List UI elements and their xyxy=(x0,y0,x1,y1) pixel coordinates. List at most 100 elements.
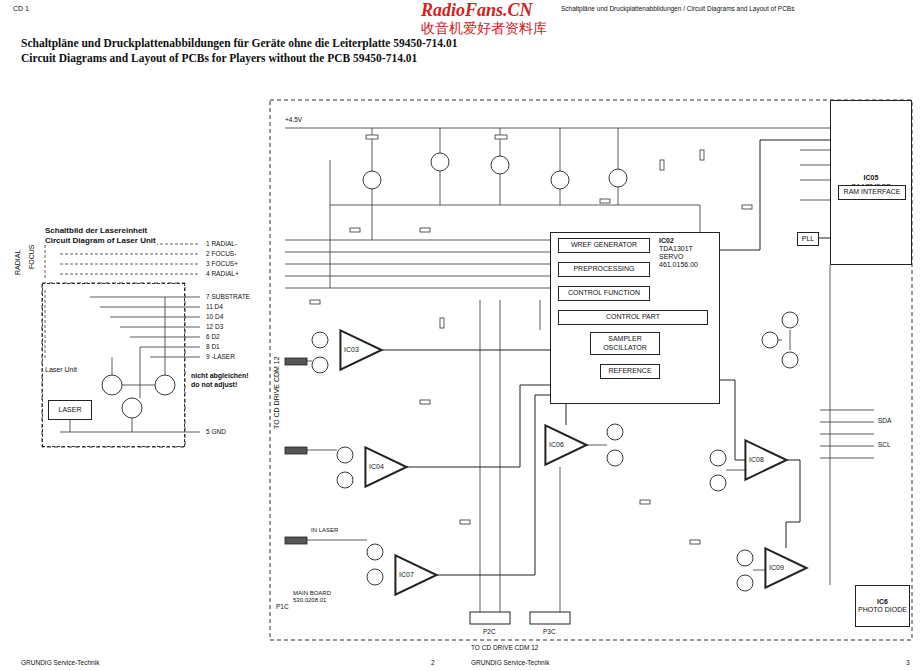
pin-name: 9 -LASER xyxy=(205,353,236,360)
transistor-symbol xyxy=(337,447,353,463)
running-header: Schaltpläne und Druckplattenabbildungen … xyxy=(560,5,795,12)
node-title: WREF GENERATOR xyxy=(571,241,637,249)
wire xyxy=(820,422,874,423)
node-title: IC06 xyxy=(549,441,564,449)
node-title: Laser Unit xyxy=(45,366,77,374)
node-title: IC04 xyxy=(369,463,384,471)
wire xyxy=(330,205,640,206)
node-title: IC08 xyxy=(749,456,764,464)
wire xyxy=(330,160,331,288)
wire xyxy=(122,385,155,386)
node-text: PHOTO DIODE xyxy=(858,606,907,614)
node-title: IC02 xyxy=(659,237,674,245)
wire xyxy=(185,432,200,433)
wire xyxy=(100,307,185,308)
main-board-outline xyxy=(270,100,912,640)
wire xyxy=(60,432,185,433)
transistor-symbol xyxy=(491,156,509,174)
wire xyxy=(285,240,550,241)
resistor-symbol xyxy=(420,400,430,404)
resistor-symbol xyxy=(700,150,704,160)
signal-name: SCL xyxy=(877,441,892,448)
signal-group-name: RADIAL xyxy=(14,249,22,276)
page-number: 3 xyxy=(905,659,911,666)
transistor-symbol xyxy=(337,472,353,488)
wire xyxy=(726,470,745,471)
wire xyxy=(185,307,200,308)
node-title: CONTROL PART xyxy=(606,313,660,321)
warning-note: do not adjust! xyxy=(190,381,238,389)
op-amp-triangle xyxy=(395,555,436,594)
decoder-ic-block: IC05SAA7345GPRAM INTERFACE xyxy=(830,100,912,265)
op-amp-triangle xyxy=(765,548,806,587)
pin-name: 10 D4 xyxy=(205,313,224,320)
node-title: PLL xyxy=(802,235,814,243)
coil-symbol xyxy=(285,447,307,454)
wire xyxy=(285,252,550,253)
transistor-symbol xyxy=(367,569,383,585)
page-title: Schaltpläne und Druckplattenabbildungen … xyxy=(20,37,459,50)
transistor-symbol xyxy=(155,375,175,395)
connector-symbol xyxy=(470,612,510,624)
resistor-symbol xyxy=(742,205,752,209)
resistor-symbol xyxy=(420,228,430,232)
wire xyxy=(820,410,874,411)
node-text: 461.0156.00 xyxy=(659,261,698,269)
wire xyxy=(185,327,200,328)
node-title: IC05 xyxy=(864,174,879,182)
node-title: IC6 xyxy=(877,598,888,606)
signal-wire xyxy=(819,238,830,239)
wire xyxy=(618,128,619,169)
dashed-wire xyxy=(60,274,200,275)
pin-name: 5 GND xyxy=(205,428,227,435)
transistor-symbol xyxy=(367,544,383,560)
pin-name: 1 RADIAL- xyxy=(205,240,238,247)
transistor-symbol xyxy=(737,575,753,591)
node-title: CONTROL FUNCTION xyxy=(568,289,640,297)
signal-wire xyxy=(720,380,745,460)
wire xyxy=(800,200,830,201)
wire xyxy=(800,180,830,181)
transistor-symbol xyxy=(551,171,569,189)
signal-wire xyxy=(566,404,567,425)
wire xyxy=(150,357,185,358)
node-title: IC03 xyxy=(344,346,359,354)
laser-diode-box: LASER xyxy=(48,400,92,420)
dashed-wire xyxy=(45,240,46,278)
connector-note: TO CD DRIVE CDM 12 xyxy=(273,355,281,430)
transistor-symbol xyxy=(710,450,726,466)
transistor-symbol xyxy=(782,312,798,328)
node-title: IC09 xyxy=(769,564,784,572)
wire xyxy=(500,174,501,205)
wire xyxy=(185,317,200,318)
wire xyxy=(820,446,874,447)
resistor-symbol xyxy=(460,520,470,524)
wire xyxy=(480,300,481,612)
wire xyxy=(540,300,541,330)
op-amp-triangle xyxy=(545,425,586,464)
page-number: 2 xyxy=(430,659,436,666)
op-amp-triangle xyxy=(745,440,786,479)
signal-wire xyxy=(786,460,800,548)
resistor-symbol xyxy=(660,160,664,170)
transistor-symbol xyxy=(609,169,627,187)
resistor-symbol xyxy=(600,199,610,203)
wire xyxy=(440,128,441,153)
wire xyxy=(587,445,607,446)
pin-name: 12 D3 xyxy=(205,323,224,330)
function-block: PREPROCESSING xyxy=(558,262,650,277)
wire xyxy=(130,337,185,338)
function-block: CONTROL FUNCTION xyxy=(558,286,650,301)
resistor-symbol xyxy=(690,540,700,544)
node-title: RAM INTERFACE xyxy=(844,188,901,196)
op-amp-symbol: IC08 xyxy=(745,440,787,480)
coil-symbol xyxy=(285,537,307,544)
transistor-symbol xyxy=(762,332,778,348)
section-heading: Circuit Diagram of Laser Unit xyxy=(44,236,157,245)
function-block: PLL xyxy=(797,232,819,246)
wire xyxy=(800,150,830,151)
board-name: MAIN BOARD 530.0208.01 xyxy=(292,590,352,604)
transistor-symbol xyxy=(431,153,449,171)
wire xyxy=(820,434,874,435)
